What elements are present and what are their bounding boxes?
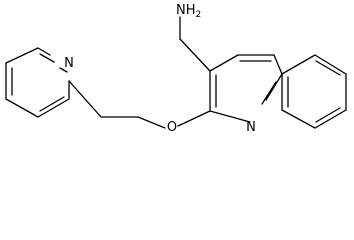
pyridine-bond	[5, 98, 39, 118]
benzo-bond	[314, 109, 347, 129]
pyridine-bond	[59, 67, 68, 73]
ether-bond	[137, 116, 166, 129]
bonds	[5, 16, 347, 129]
ether-oxygen-label: O	[167, 120, 177, 135]
pyridine-bond	[37, 98, 70, 118]
ethyl-bond	[68, 80, 102, 118]
benzo-bond	[281, 109, 316, 129]
ether-bond	[177, 110, 211, 127]
pyridine-double-bond	[39, 53, 55, 63]
benzo-double-bond	[315, 107, 341, 123]
pyridine-double-bond	[39, 96, 65, 112]
amine-label: NH2	[176, 3, 201, 20]
molecule-structure-canvas: NH2 N O N	[5, 3, 347, 135]
quinoline-bond	[209, 110, 251, 123]
quinoline-bond	[265, 73, 283, 101]
atom-labels: NH2 N O N	[64, 3, 256, 135]
aminomethyl-bond	[179, 38, 211, 72]
quinoline-bond	[209, 54, 239, 72]
quinoline-nitrogen-label: N	[246, 120, 256, 135]
pyridine-bond	[37, 47, 51, 56]
pyridine-bond	[5, 47, 39, 64]
quinoline-double-bond	[261, 81, 277, 105]
benzo-bond	[281, 54, 316, 75]
quinoline-bond	[273, 54, 283, 75]
benzo-double-bond	[315, 60, 341, 76]
benzo-bond	[314, 54, 347, 75]
pyridine-nitrogen-label: N	[64, 56, 74, 71]
molecule-diagram: NH2 N O N	[5, 3, 347, 135]
